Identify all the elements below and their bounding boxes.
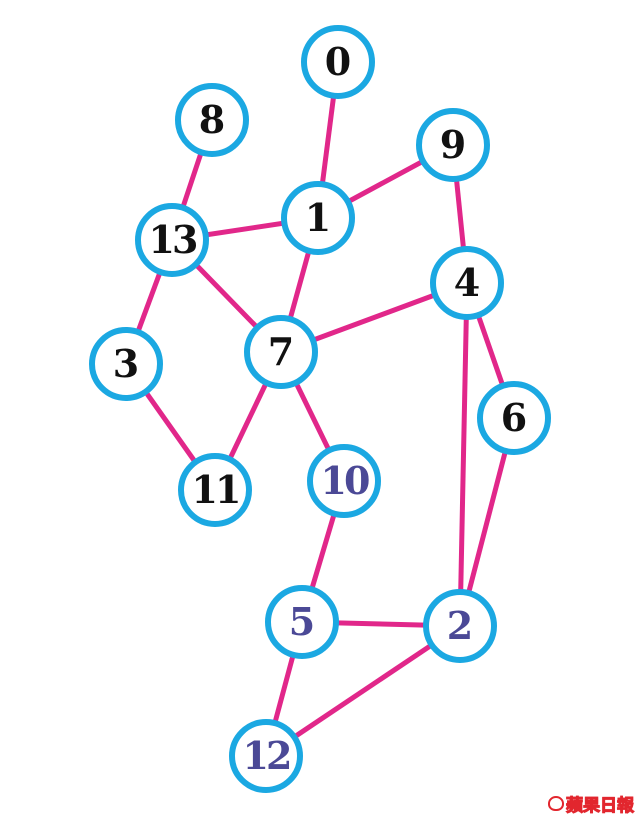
- node-6: 6: [477, 381, 551, 455]
- node-circle: [301, 25, 375, 99]
- node-label: 5: [289, 599, 315, 644]
- node-label: 13: [149, 217, 197, 262]
- node-label: 0: [325, 39, 351, 84]
- edge-4-2: [457, 282, 470, 627]
- node-circle: [416, 108, 490, 182]
- logo-text: 蘋果日報: [566, 796, 635, 817]
- node-circle: [244, 315, 318, 389]
- node-label: 9: [440, 122, 466, 167]
- node-13: 13: [135, 203, 209, 277]
- node-circle: [135, 203, 209, 277]
- node-label: 10: [321, 458, 369, 503]
- node-circle: [423, 589, 497, 663]
- node-label: 8: [199, 97, 225, 142]
- node-circle: [89, 327, 163, 401]
- node-label: 6: [501, 395, 527, 440]
- edge-12-2: [264, 623, 462, 759]
- node-1: 1: [281, 181, 355, 255]
- node-label: 11: [192, 467, 239, 512]
- node-circle: [178, 453, 252, 527]
- node-12: 12: [229, 719, 303, 793]
- node-label: 3: [113, 341, 139, 386]
- node-7: 7: [244, 315, 318, 389]
- apple-icon: [548, 796, 564, 811]
- node-9: 9: [416, 108, 490, 182]
- node-10: 10: [307, 444, 381, 518]
- node-8: 8: [175, 83, 249, 157]
- node-label: 2: [447, 603, 473, 648]
- node-label: 4: [454, 260, 480, 305]
- node-circle: [229, 719, 303, 793]
- node-5: 5: [265, 585, 339, 659]
- watermark-logo: 蘋果日報: [548, 791, 635, 817]
- node-circle: [307, 444, 381, 518]
- node-label: 12: [243, 733, 290, 778]
- node-circle: [175, 83, 249, 157]
- node-11: 11: [178, 453, 252, 527]
- node-circle: [477, 381, 551, 455]
- node-2: 2: [423, 589, 497, 663]
- node-0: 0: [301, 25, 375, 99]
- node-3: 3: [89, 327, 163, 401]
- node-4: 4: [430, 246, 504, 320]
- node-circle: [430, 246, 504, 320]
- node-circle: [265, 585, 339, 659]
- node-circle: [281, 181, 355, 255]
- node-label: 7: [268, 329, 294, 374]
- node-label: 1: [305, 195, 331, 240]
